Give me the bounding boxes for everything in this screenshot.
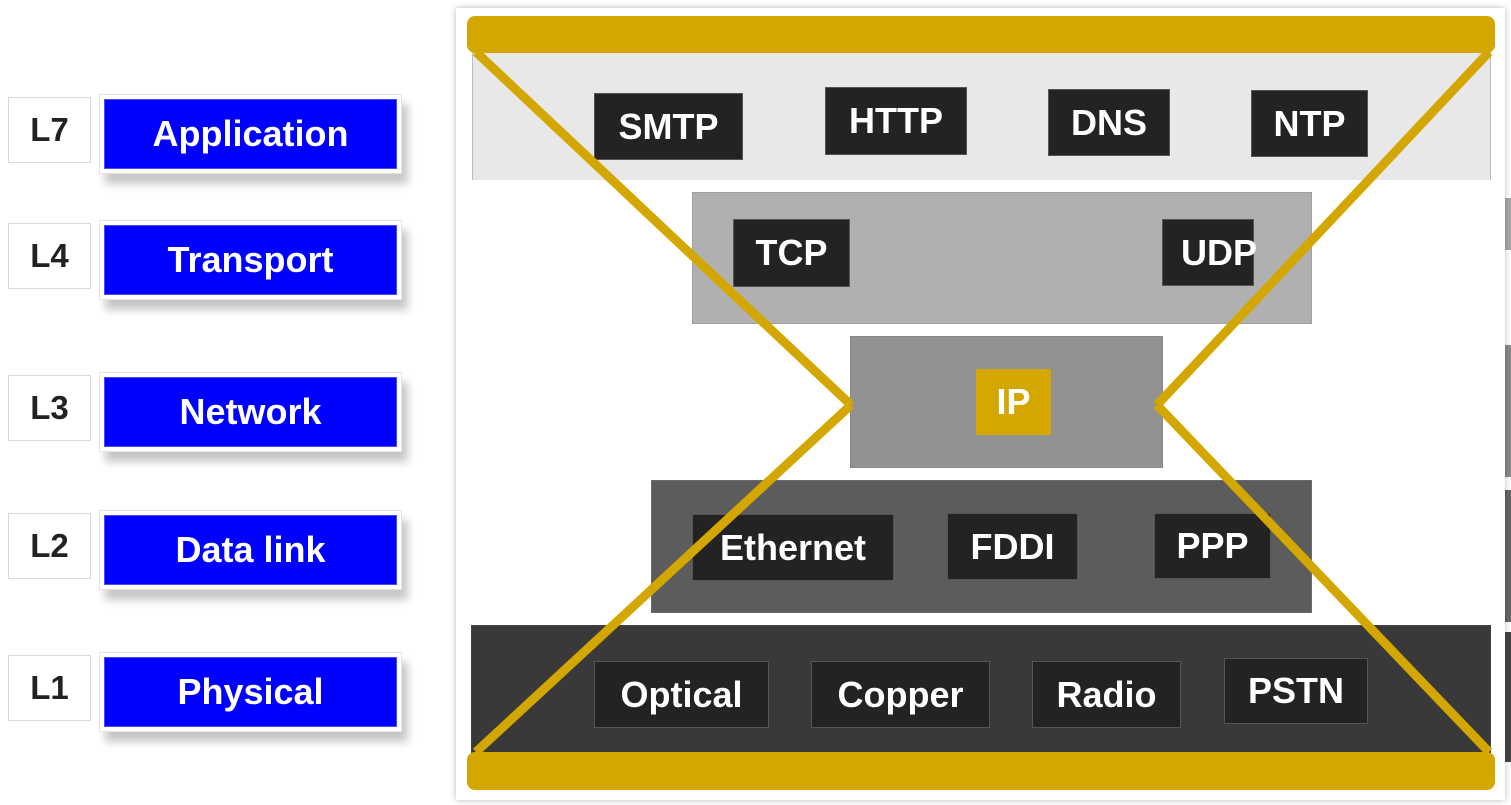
background-strip <box>1503 345 1511 477</box>
osi-layer-card: Physical <box>99 652 402 732</box>
osi-layer-card: Application <box>99 94 402 174</box>
background-strip <box>1503 490 1511 622</box>
hourglass-top-bar <box>467 16 1495 53</box>
osi-layer-card: Transport <box>99 220 402 300</box>
osi-layer-number: L3 <box>8 375 91 441</box>
osi-layer-number: L1 <box>8 655 91 721</box>
protocol-udp: UDP <box>1162 219 1257 286</box>
protocol-copper: Copper <box>811 661 990 728</box>
osi-layer-name: Application <box>104 99 397 169</box>
protocol-dns: DNS <box>1048 89 1170 156</box>
osi-layer-name: Physical <box>104 657 397 727</box>
osi-layer-number: L4 <box>8 223 91 289</box>
protocol-ethernet: Ethernet <box>692 514 894 581</box>
osi-row-application: L7 Application <box>0 80 420 174</box>
hourglass-bottom-bar <box>467 752 1495 790</box>
protocol-ip: IP <box>976 369 1051 435</box>
osi-layer-name: Transport <box>104 225 397 295</box>
osi-layer-name: Data link <box>104 515 397 585</box>
protocol-tcp: TCP <box>733 219 850 287</box>
osi-layer-card: Data link <box>99 510 402 590</box>
osi-layer-number: L2 <box>8 513 91 579</box>
protocol-smtp: SMTP <box>594 93 743 160</box>
osi-row-physical: L1 Physical <box>0 638 420 732</box>
osi-layer-number: L7 <box>8 97 91 163</box>
protocol-ppp: PPP <box>1154 513 1271 579</box>
background-strip <box>1503 198 1511 250</box>
protocol-radio: Radio <box>1032 661 1181 728</box>
protocol-http: HTTP <box>825 87 967 155</box>
osi-row-datalink: L2 Data link <box>0 496 420 590</box>
osi-layer-card: Network <box>99 372 402 452</box>
background-strip <box>1503 632 1511 762</box>
protocol-fddi: FDDI <box>947 513 1078 580</box>
osi-layer-name: Network <box>104 377 397 447</box>
protocol-pstn: PSTN <box>1224 658 1368 724</box>
protocol-ntp: NTP <box>1251 90 1368 157</box>
protocol-optical: Optical <box>594 661 769 728</box>
osi-row-network: L3 Network <box>0 358 420 452</box>
osi-row-transport: L4 Transport <box>0 206 420 300</box>
